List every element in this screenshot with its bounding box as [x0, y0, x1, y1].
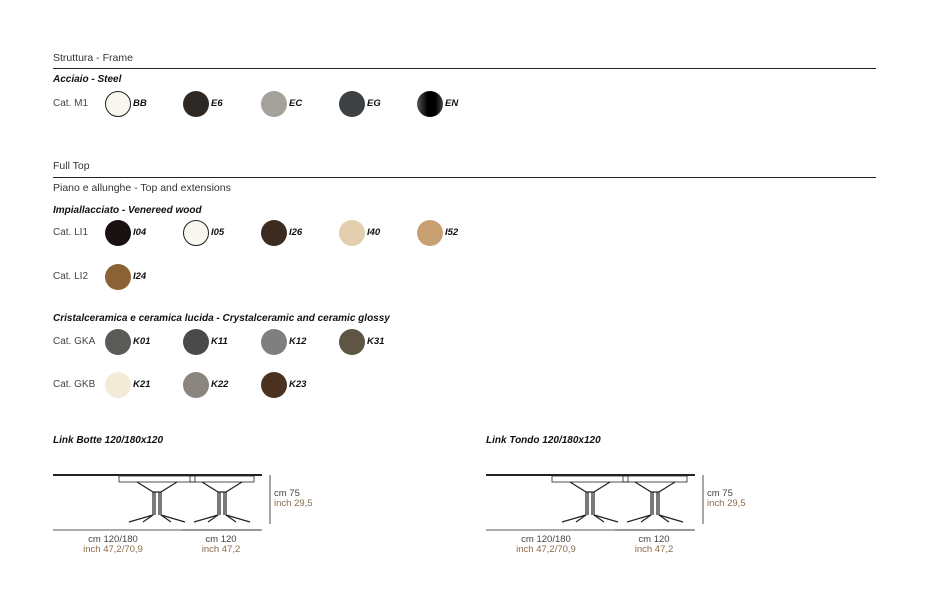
- swatch-k11[interactable]: [183, 329, 209, 355]
- swatch-k23[interactable]: [261, 372, 287, 398]
- category-label: Cat. M1: [53, 98, 89, 109]
- swatch-code: K21: [133, 379, 151, 390]
- swatch-code: K23: [289, 379, 307, 390]
- swatch-code: K31: [367, 336, 385, 347]
- swatch-i40[interactable]: [339, 220, 365, 246]
- top-subtitle: Piano e allunghe - Top and extensions: [53, 182, 231, 194]
- swatch-code: EG: [367, 98, 381, 109]
- swatch-i52[interactable]: [417, 220, 443, 246]
- swatch-e6[interactable]: [183, 91, 209, 117]
- category-label: Cat. GKB: [53, 379, 96, 390]
- swatch-ec[interactable]: [261, 91, 287, 117]
- divider: [53, 68, 876, 69]
- divider: [53, 177, 876, 178]
- swatch-code: I40: [367, 227, 381, 238]
- frame-material: Acciaio - Steel: [53, 74, 122, 85]
- category-label: Cat. GKA: [53, 336, 96, 347]
- swatch-code: BB: [133, 98, 147, 109]
- swatch-i04[interactable]: [105, 220, 131, 246]
- top-title: Full Top: [53, 160, 90, 172]
- swatch-k22[interactable]: [183, 372, 209, 398]
- swatch-i05[interactable]: [183, 220, 209, 246]
- swatch-eg[interactable]: [339, 91, 365, 117]
- swatch-code: E6: [211, 98, 223, 109]
- frame-title: Struttura - Frame: [53, 52, 133, 64]
- swatch-code: K12: [289, 336, 307, 347]
- swatch-code: I52: [445, 227, 459, 238]
- group-material: Cristalceramica e ceramica lucida - Crys…: [53, 313, 390, 324]
- swatch-code: EC: [289, 98, 303, 109]
- swatch-k01[interactable]: [105, 329, 131, 355]
- category-label: Cat. LI1: [53, 227, 89, 238]
- swatch-bb[interactable]: [105, 91, 131, 117]
- swatch-code: I24: [133, 271, 147, 282]
- swatch-i26[interactable]: [261, 220, 287, 246]
- model-title: Link Botte 120/180x120: [53, 435, 164, 446]
- swatch-code: K01: [133, 336, 151, 347]
- swatch-k12[interactable]: [261, 329, 287, 355]
- category-label: Cat. LI2: [53, 271, 89, 282]
- swatch-en[interactable]: [417, 91, 443, 117]
- model-title: Link Tondo 120/180x120: [486, 435, 601, 446]
- swatch-k31[interactable]: [339, 329, 365, 355]
- swatch-code: K11: [211, 336, 228, 347]
- swatch-code: K22: [211, 379, 229, 390]
- swatch-code: I05: [211, 227, 225, 238]
- swatch-i24[interactable]: [105, 264, 131, 290]
- swatch-code: I04: [133, 227, 147, 238]
- group-material: Impiallacciato - Venereed wood: [53, 205, 202, 216]
- swatch-code: I26: [289, 227, 303, 238]
- swatch-k21[interactable]: [105, 372, 131, 398]
- swatch-code: EN: [445, 98, 459, 109]
